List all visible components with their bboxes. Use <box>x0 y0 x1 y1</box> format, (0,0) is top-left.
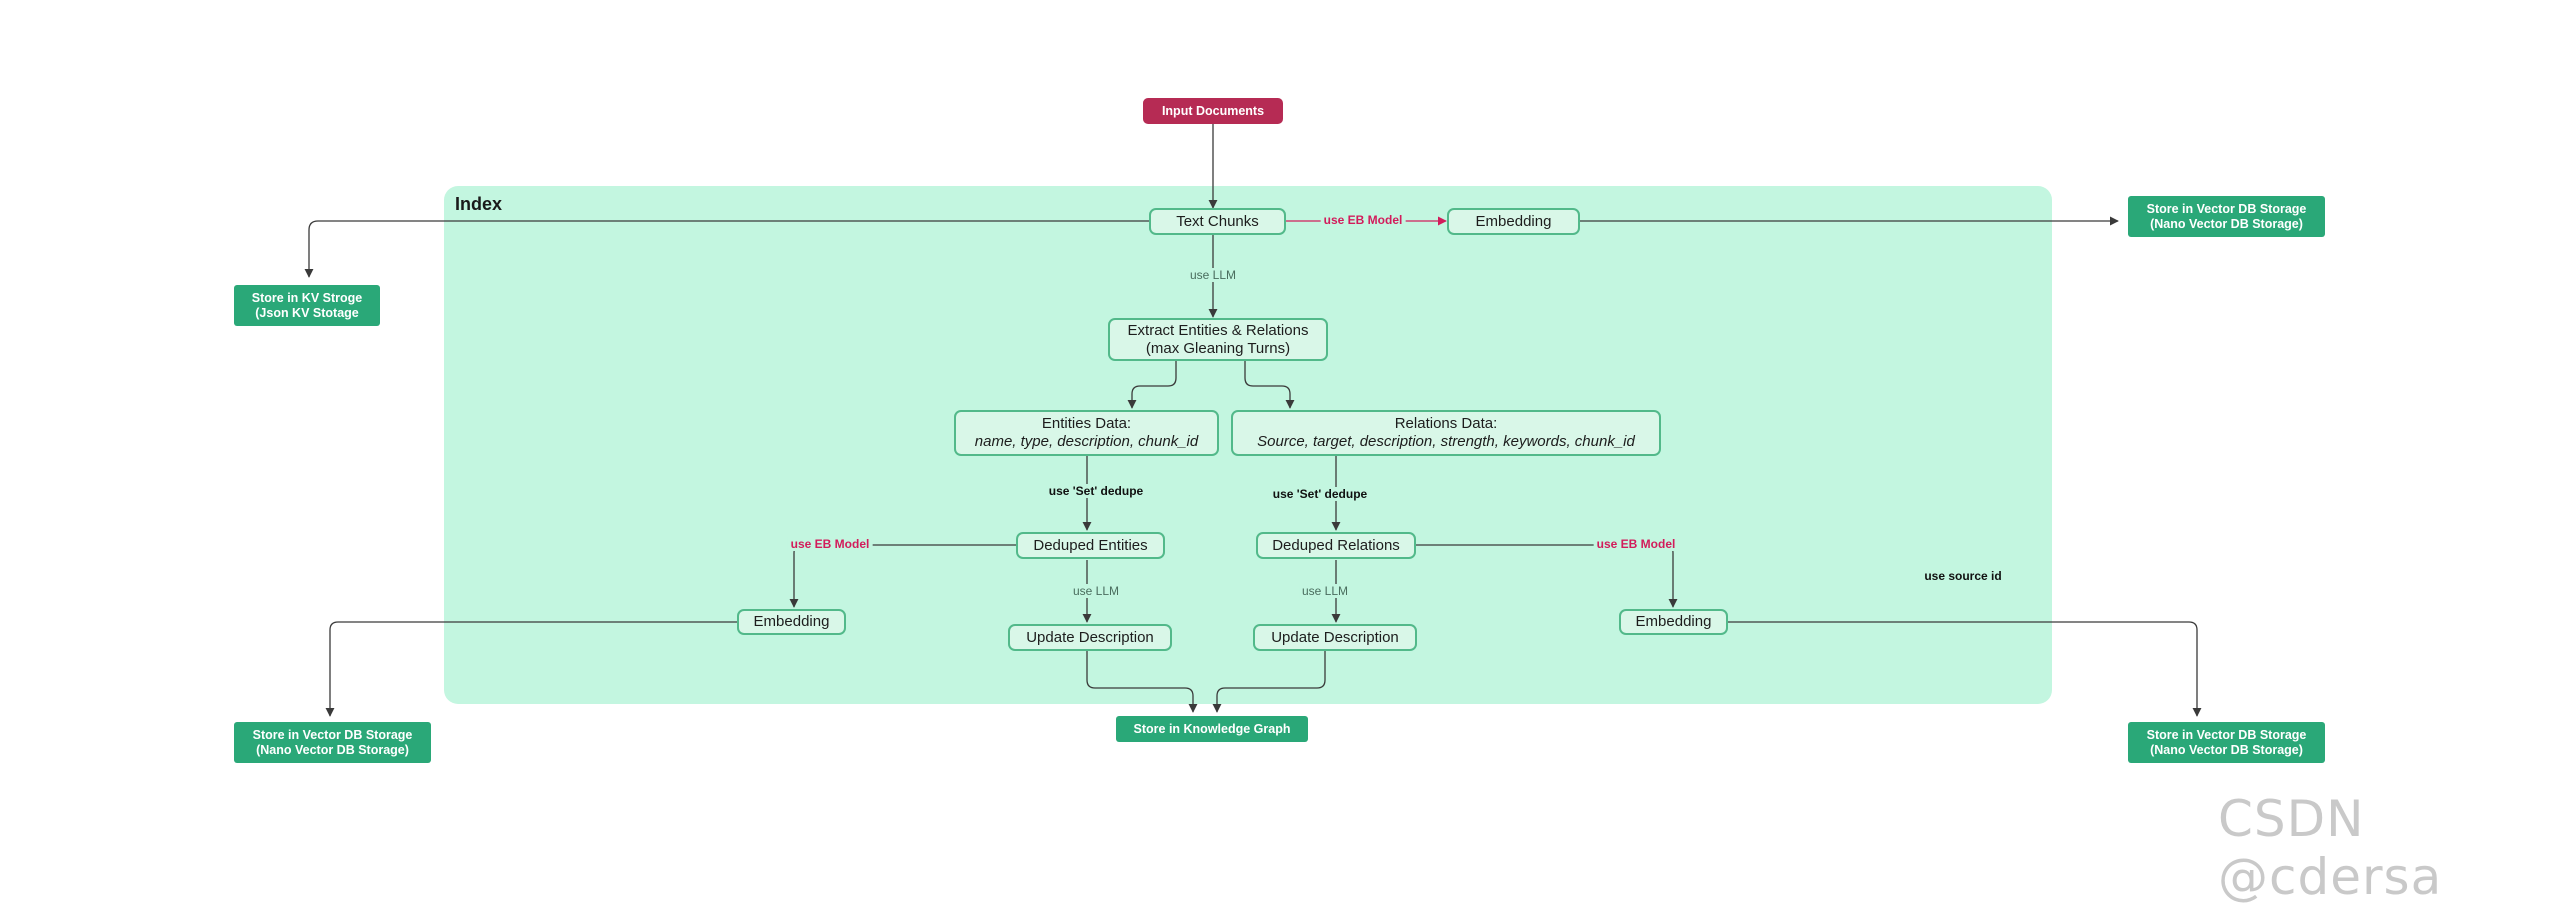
deduped-entities-node[interactable]: Deduped Entities <box>1016 532 1165 559</box>
embedding-left-label: Embedding <box>753 613 830 630</box>
embedding-right-label: Embedding <box>1635 613 1712 630</box>
input-documents-label: Input Documents <box>1161 103 1265 118</box>
label-use-llm-update-left: use LLM <box>1070 584 1122 598</box>
vector-storage-left-line2: (Nano Vector DB Storage) <box>256 742 409 757</box>
label-use-set-dedupe-entities: use 'Set' dedupe <box>1046 484 1146 498</box>
kv-storage-line1: Store in KV Stroge <box>251 290 363 305</box>
relations-data-node[interactable]: Relations Data: Source, target, descript… <box>1231 410 1661 456</box>
deduped-entities-label: Deduped Entities <box>1033 536 1148 554</box>
text-chunks-node[interactable]: Text Chunks <box>1149 208 1286 235</box>
update-description-left-node[interactable]: Update Description <box>1008 624 1172 651</box>
label-use-source-id: use source id <box>1924 569 2002 583</box>
edge-embedding-left-to-vector <box>325 621 737 717</box>
label-use-eb-model-entities: use EB Model <box>787 537 873 551</box>
edge-extract-to-entities <box>1127 361 1177 409</box>
text-chunks-label: Text Chunks <box>1176 212 1259 230</box>
vector-storage-right-line1: Store in Vector DB Storage <box>2146 727 2307 742</box>
knowledge-graph-storage-label: Store in Knowledge Graph <box>1133 721 1291 736</box>
vector-storage-right-node[interactable]: Store in Vector DB Storage (Nano Vector … <box>2128 722 2325 763</box>
edge-chunks-to-kv <box>304 220 1149 278</box>
vector-storage-left-node[interactable]: Store in Vector DB Storage (Nano Vector … <box>234 722 431 763</box>
extract-entities-relations-node[interactable]: Extract Entities & Relations (max Gleani… <box>1108 318 1328 361</box>
relations-data-title: Relations Data: <box>1394 415 1498 432</box>
label-use-eb-model-relations: use EB Model <box>1593 537 1679 551</box>
embedding-top-node[interactable]: Embedding <box>1447 208 1580 235</box>
extract-line1: Extract Entities & Relations <box>1127 321 1309 339</box>
embedding-left-node[interactable]: Embedding <box>737 609 846 635</box>
vector-storage-top-line1: Store in Vector DB Storage <box>2146 201 2307 216</box>
update-description-left-label: Update Description <box>1026 628 1154 646</box>
input-documents-node[interactable]: Input Documents <box>1143 98 1283 124</box>
vector-storage-top-line2: (Nano Vector DB Storage) <box>2150 216 2303 231</box>
entities-data-node[interactable]: Entities Data: name, type, description, … <box>954 410 1219 456</box>
label-use-llm-extract: use LLM <box>1187 268 1239 282</box>
vector-storage-right-line2: (Nano Vector DB Storage) <box>2150 742 2303 757</box>
edge-update-left-to-kg <box>1086 651 1198 713</box>
vector-storage-left-line1: Store in Vector DB Storage <box>252 727 413 742</box>
extract-line2: (max Gleaning Turns) <box>1145 339 1291 357</box>
label-use-set-dedupe-relations: use 'Set' dedupe <box>1270 487 1370 501</box>
edge-update-right-to-kg <box>1212 651 1326 713</box>
deduped-relations-node[interactable]: Deduped Relations <box>1256 532 1416 559</box>
deduped-relations-label: Deduped Relations <box>1272 536 1400 554</box>
relations-data-fields: Source, target, description, strength, k… <box>1257 433 1635 450</box>
entities-data-fields: name, type, description, chunk_id <box>974 433 1199 450</box>
knowledge-graph-storage-node[interactable]: Store in Knowledge Graph <box>1116 716 1308 742</box>
entities-data-title: Entities Data: <box>1041 415 1132 432</box>
edge-embedding-right-to-vector <box>1728 621 2202 717</box>
update-description-right-node[interactable]: Update Description <box>1253 624 1417 651</box>
label-use-llm-update-right: use LLM <box>1299 584 1351 598</box>
embedding-right-node[interactable]: Embedding <box>1619 609 1728 635</box>
embedding-top-label: Embedding <box>1475 212 1552 230</box>
csdn-watermark: CSDN @cdersa <box>2218 790 2443 906</box>
kv-storage-line2: (Json KV Stotage <box>255 305 359 320</box>
kv-storage-node[interactable]: Store in KV Stroge (Json KV Stotage <box>234 285 380 326</box>
edge-extract-to-relations <box>1244 361 1295 409</box>
label-use-eb-model-top: use EB Model <box>1320 213 1406 227</box>
update-description-right-label: Update Description <box>1271 628 1399 646</box>
vector-storage-top-node[interactable]: Store in Vector DB Storage (Nano Vector … <box>2128 196 2325 237</box>
index-group-title: Index <box>455 194 503 214</box>
